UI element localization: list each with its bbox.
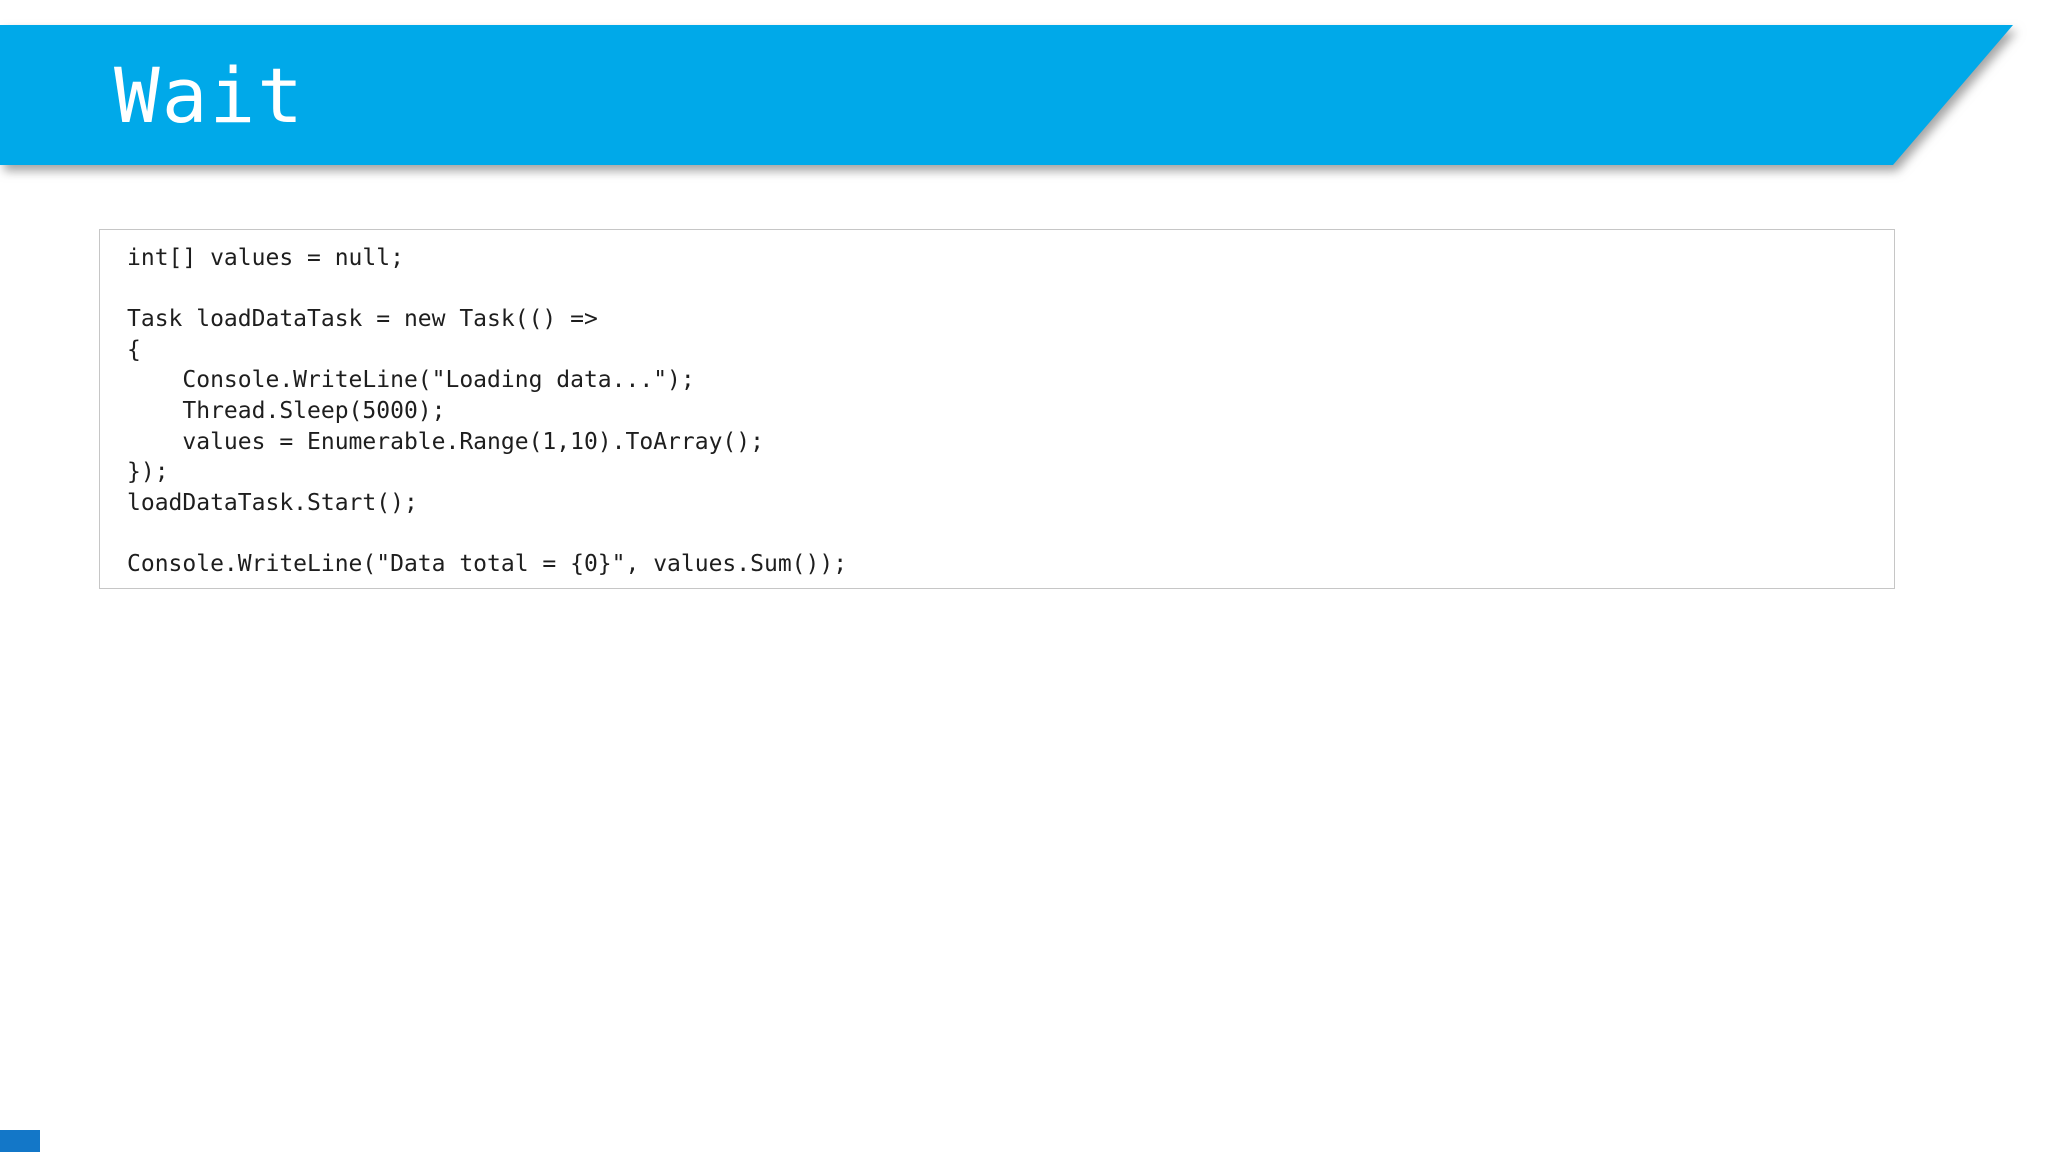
code-block: int[] values = null; Task loadDataTask =… [99, 229, 1895, 589]
title-banner-shadow: Wait [0, 25, 2013, 165]
title-banner: Wait [0, 25, 2013, 165]
code-text: int[] values = null; Task loadDataTask =… [127, 245, 848, 577]
corner-accent-square [0, 1130, 40, 1152]
slide-title: Wait [114, 50, 306, 140]
